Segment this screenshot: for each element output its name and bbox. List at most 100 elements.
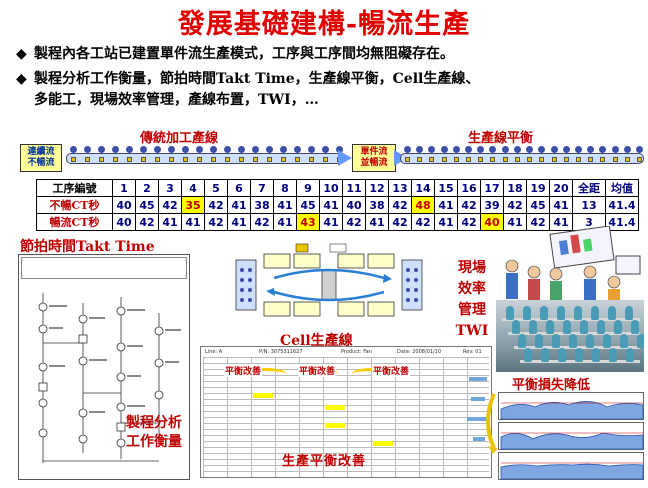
single-piece-flow-text: 單件流 — [360, 147, 388, 157]
bullet-1-text: 製程內各工站已建置單件流生產模式，工序與工序間均無阻礙存在。 — [34, 46, 454, 62]
worker-figure — [609, 348, 617, 362]
balance-loss-chart-2 — [498, 422, 644, 450]
traditional-line-label: 傳統加工產線 — [140, 131, 219, 146]
workstation-icon — [266, 146, 273, 170]
twi-line-2: 效率 — [458, 281, 486, 297]
worker-figure — [580, 320, 588, 334]
cycle-time-cell: 40 — [112, 213, 136, 231]
column-header: 6 — [227, 179, 251, 197]
workstation-icon — [416, 146, 424, 170]
page-title: 發展基礎建構-暢流生產 — [177, 9, 471, 40]
workstation-icon — [280, 146, 287, 170]
cycle-time-cell: 41.4 — [605, 196, 639, 214]
process-analysis-chart — [18, 254, 190, 480]
workstation-icon — [98, 146, 105, 170]
column-header: 8 — [273, 179, 297, 197]
worker-figure — [529, 320, 537, 334]
cell-line-label: Cell生產線 — [280, 333, 353, 349]
cycle-time-cell: 42 — [388, 196, 412, 214]
workstation-icon — [238, 146, 245, 170]
cycle-time-cell: 40 — [112, 196, 136, 214]
worker-figure — [620, 334, 628, 348]
workstation-icon — [84, 146, 91, 170]
cycle-time-cell: 45 — [296, 196, 320, 214]
column-header: 4 — [181, 179, 205, 197]
curved-arrow-icon — [246, 368, 286, 380]
column-header: 均值 — [605, 179, 639, 197]
highlight-cell — [373, 441, 393, 446]
worksheet-bar — [471, 397, 485, 401]
workstation-icon — [140, 146, 147, 170]
cycle-time-cell: 42 — [526, 213, 550, 231]
cycle-time-cell: 42 — [457, 196, 481, 214]
production-balance-improve-label: 生產平衡改善 — [282, 454, 367, 469]
row-label: 不暢CT秒 — [36, 196, 113, 214]
cycle-time-cell: 41.4 — [605, 213, 639, 231]
worker-figure — [626, 348, 634, 362]
table-header-label: 工序編號 — [36, 179, 113, 197]
worker-figure — [552, 334, 560, 348]
conveyor-belt — [66, 153, 344, 164]
column-header: 7 — [250, 179, 274, 197]
workstation-icon — [538, 146, 546, 170]
sheet-meta-rev: Rev: 01 — [463, 349, 482, 355]
balanced-conveyor-diagram — [400, 144, 644, 172]
cycle-time-cell: 48 — [411, 196, 435, 214]
takt-time-label: 節拍時間Takt Time — [20, 239, 155, 255]
worker-figure — [637, 334, 644, 348]
worker-figure — [603, 334, 611, 348]
cycle-time-cell: 38 — [365, 196, 389, 214]
worker-figure — [512, 320, 520, 334]
loss-curve — [500, 462, 644, 480]
highlight-cell — [325, 423, 345, 428]
training-cartoon-illustration — [505, 226, 641, 307]
column-header: 17 — [480, 179, 504, 197]
column-header: 3 — [158, 179, 182, 197]
cycle-time-cell: 13 — [572, 196, 606, 214]
cycle-time-cell: 40 — [342, 196, 366, 214]
workstation-icon — [465, 146, 473, 170]
cycle-time-cell: 41 — [549, 196, 573, 214]
column-header: 16 — [457, 179, 481, 197]
workstation-icon — [428, 146, 436, 170]
highlight-cell — [325, 405, 345, 410]
cycle-time-cell: 42 — [250, 213, 274, 231]
worker-figure — [631, 320, 639, 334]
workstation-icon — [636, 146, 643, 170]
row-label: 暢流CT秒 — [36, 213, 113, 231]
traditional-conveyor-diagram — [66, 144, 344, 172]
worker-figure — [535, 334, 543, 348]
worker-figure — [586, 334, 594, 348]
cycle-time-cell: 42 — [388, 213, 412, 231]
bullet-2-text-line1: 製程分析工作衡量，節拍時間Takt Time，生產線平衡，Cell生產線、 — [34, 71, 480, 87]
column-header: 1 — [112, 179, 136, 197]
workstation-icon — [112, 146, 119, 170]
column-header: 15 — [434, 179, 458, 197]
workstation-icon — [513, 146, 521, 170]
cycle-time-cell: 41 — [319, 213, 343, 231]
twi-label: 現場 效率 管理 TWI — [452, 258, 492, 342]
bullet-2-text-line2: 多能工，現場效率管理，產線布置，TWI，… — [34, 92, 319, 108]
chart-header — [21, 257, 187, 279]
cycle-time-cell: 42 — [204, 213, 228, 231]
cycle-time-cell: 41 — [434, 196, 458, 214]
workstation-icon — [574, 146, 582, 170]
cycle-time-cell: 42 — [135, 213, 159, 231]
balance-improve-tag: 平衡改善 — [372, 364, 411, 377]
continuous-flow-box: 連續流 不暢流 — [20, 144, 62, 172]
workstation-icon — [562, 146, 570, 170]
bullet-2: ◆製程分析工作衡量，節拍時間Takt Time，生產線平衡，Cell生產線、 多… — [16, 69, 479, 111]
sheet-meta-date: Date: 2008/01/10 — [397, 349, 442, 355]
workstation-icon — [501, 146, 509, 170]
cycle-time-cell: 43 — [296, 213, 320, 231]
column-header: 11 — [342, 179, 366, 197]
worker-figure — [557, 306, 565, 320]
loss-curve — [500, 432, 644, 450]
downward-arrow-icon — [486, 393, 498, 454]
worker-figure — [591, 306, 599, 320]
cycle-time-cell: 41 — [227, 196, 251, 214]
twi-line-4: TWI — [455, 323, 489, 339]
cycle-time-cell: 38 — [250, 196, 274, 214]
cycle-time-cell: 35 — [181, 196, 205, 214]
